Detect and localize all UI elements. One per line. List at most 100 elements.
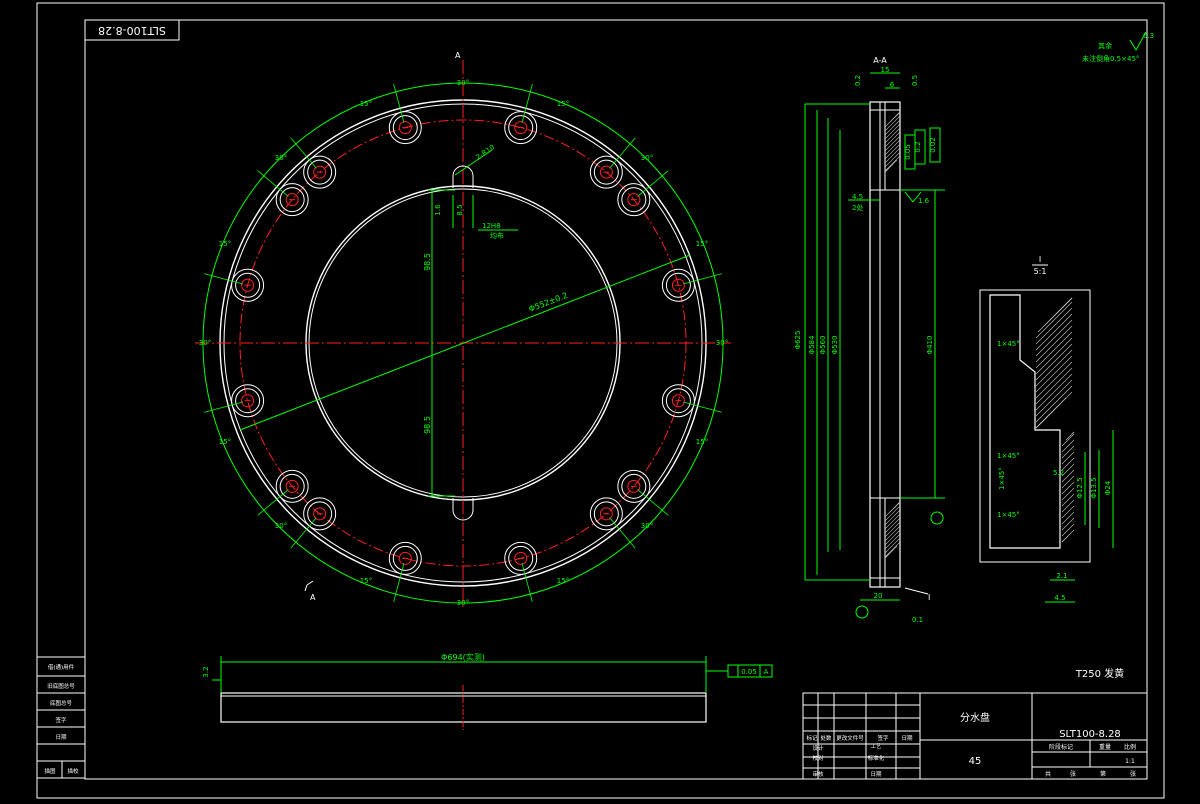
- angle-lower-left: 15°: [360, 577, 372, 585]
- side-mid-w: 4.5: [852, 193, 863, 201]
- small-h-dim: 1.6: [434, 204, 442, 216]
- role-std: 标准化: [868, 754, 885, 762]
- margin-strip: [36, 656, 86, 779]
- margin-item-0: 借(通)用件: [48, 663, 75, 671]
- angle-left-upper: 30°: [275, 154, 287, 162]
- angle-left-lower: 30°: [275, 522, 287, 530]
- sheet-no: 第: [1100, 770, 1106, 778]
- bolt-hole: [504, 541, 538, 575]
- lower-v-dim: 98.5: [423, 416, 432, 434]
- roughness-note2: 未注倒角0.5×45°: [1082, 54, 1139, 63]
- detail-d1: Φ12.5: [1076, 477, 1084, 498]
- roughness-symbol-icon: [1129, 31, 1147, 51]
- inner-frame: [84, 19, 1148, 780]
- edge-view: Φ694(实测) 3.2 0.05 A: [202, 652, 773, 730]
- edge-tol-left: 3.2: [202, 666, 210, 677]
- angle-bottom: 30°: [457, 599, 469, 607]
- section-mark-bottom: A: [310, 593, 316, 602]
- angle-right-low: 15°: [696, 438, 708, 446]
- revision-grid: [803, 693, 920, 779]
- rev-h-sign: 签字: [877, 734, 889, 742]
- angle-upper-right: 15°: [557, 100, 569, 108]
- detail-chamfer3: 1×45°: [998, 467, 1006, 490]
- detail-title: I: [1039, 255, 1041, 264]
- side-bottom-x: 0.1: [912, 616, 923, 624]
- tech-note: T250 发黄: [1075, 667, 1124, 680]
- bottom-slot: [452, 498, 474, 521]
- side-mid-note: 2处: [852, 203, 863, 212]
- side-perp-b: 0.05: [904, 144, 912, 160]
- front-view: Φ552±0.2 98.5 98.5 2-R10 8.5 1.6 12H8 均布…: [195, 51, 731, 610]
- role-approve: 审核: [812, 770, 824, 778]
- rev-h-mark: 标记: [806, 734, 818, 742]
- angle-rays: [204, 84, 722, 602]
- rev-h-count: 处数: [820, 734, 832, 742]
- bolt-hole: [388, 111, 422, 145]
- sheet-total-unit: 张: [1070, 770, 1076, 778]
- bolt-hole: [661, 384, 695, 418]
- detail-w1: 5.2: [1053, 469, 1064, 477]
- bolt-hole: [589, 155, 623, 189]
- side-hatch: [884, 111, 901, 559]
- side-flatness: 0.02: [929, 137, 937, 153]
- detail-chamfer2: 1×45°: [997, 452, 1020, 460]
- bolt-hole: [275, 183, 309, 217]
- angle-top: 30°: [457, 79, 469, 87]
- angle-labels: 30° 15° 15° 30° 30° 15° 15° 30° 30° 15° …: [199, 79, 728, 607]
- bolt-hole: [388, 541, 422, 575]
- detail-w3: 4.5: [1054, 594, 1065, 602]
- role-check: 校对: [812, 754, 824, 762]
- rev-h-date: 日期: [901, 735, 913, 742]
- margin-item-6: 描校: [67, 767, 79, 775]
- angle-right-mid: 15°: [696, 240, 708, 248]
- detail-w2: 2.1: [1056, 572, 1067, 580]
- section-view-aa: A-A 15 6 0.2 0.5 0.02 0.2 0.05 4.5 2处 1.…: [794, 56, 945, 624]
- sheet-no-unit: 张: [1130, 770, 1136, 778]
- detail-profile: [989, 294, 1061, 549]
- side-od4: Φ530: [831, 336, 839, 355]
- roughness-note: 6.3 其余 未注倒角0.5×45°: [1082, 31, 1154, 63]
- title-block: [802, 692, 1148, 780]
- side-left-tol: 0.2: [854, 75, 862, 86]
- margin-item-5: 描图: [44, 767, 56, 775]
- slot-width-dim: 8.5: [456, 204, 464, 215]
- angle-upper-left: 15°: [360, 100, 372, 108]
- edge-dim-text: Φ694(实测): [441, 652, 485, 662]
- slot-note-b: 均布: [490, 231, 504, 240]
- section-title: A-A: [873, 56, 887, 65]
- slot-note-a: 12H8: [482, 222, 501, 230]
- margin-item-4: 日期: [55, 734, 67, 741]
- side-perp-a: 0.2: [914, 141, 922, 152]
- detail-chamfer4: 1×45°: [997, 511, 1020, 519]
- flatness-frame: [929, 127, 941, 163]
- detail-marker: I: [928, 593, 930, 602]
- weight-label: 重量: [1099, 743, 1111, 751]
- side-bottom-w: 20: [874, 592, 883, 600]
- angle-lower-right: 15°: [557, 577, 569, 585]
- part-name: 分水盘: [960, 711, 990, 724]
- rev-h-file: 更改文件号: [836, 734, 864, 742]
- side-roughness: 1.6: [918, 197, 930, 205]
- bolt-hole: [617, 469, 651, 503]
- top-slot: [452, 165, 474, 188]
- bolt-holes: [231, 111, 695, 575]
- upper-v-dim: 98.5: [423, 253, 432, 271]
- bolt-hole: [303, 497, 337, 531]
- detail-chamfer1: 1×45°: [997, 340, 1020, 348]
- detail-hatch: [1035, 297, 1075, 543]
- detail-frame: [979, 289, 1091, 563]
- side-od1: Φ625: [794, 331, 802, 350]
- scale-value: 1:1: [1125, 758, 1135, 765]
- angle-left-mid: 15°: [219, 240, 231, 248]
- edge-datum: A: [764, 668, 769, 676]
- side-od3: Φ560: [819, 336, 827, 355]
- edge-tol-right: 0.05: [741, 668, 757, 676]
- bolt-hole: [231, 268, 265, 302]
- margin-item-1: 旧底图总号: [47, 682, 75, 690]
- sheet-total: 共: [1045, 770, 1051, 778]
- side-right-tol: 0.5: [911, 75, 919, 86]
- section-mark-top: A: [455, 51, 461, 60]
- side-od2: Φ584: [808, 335, 816, 354]
